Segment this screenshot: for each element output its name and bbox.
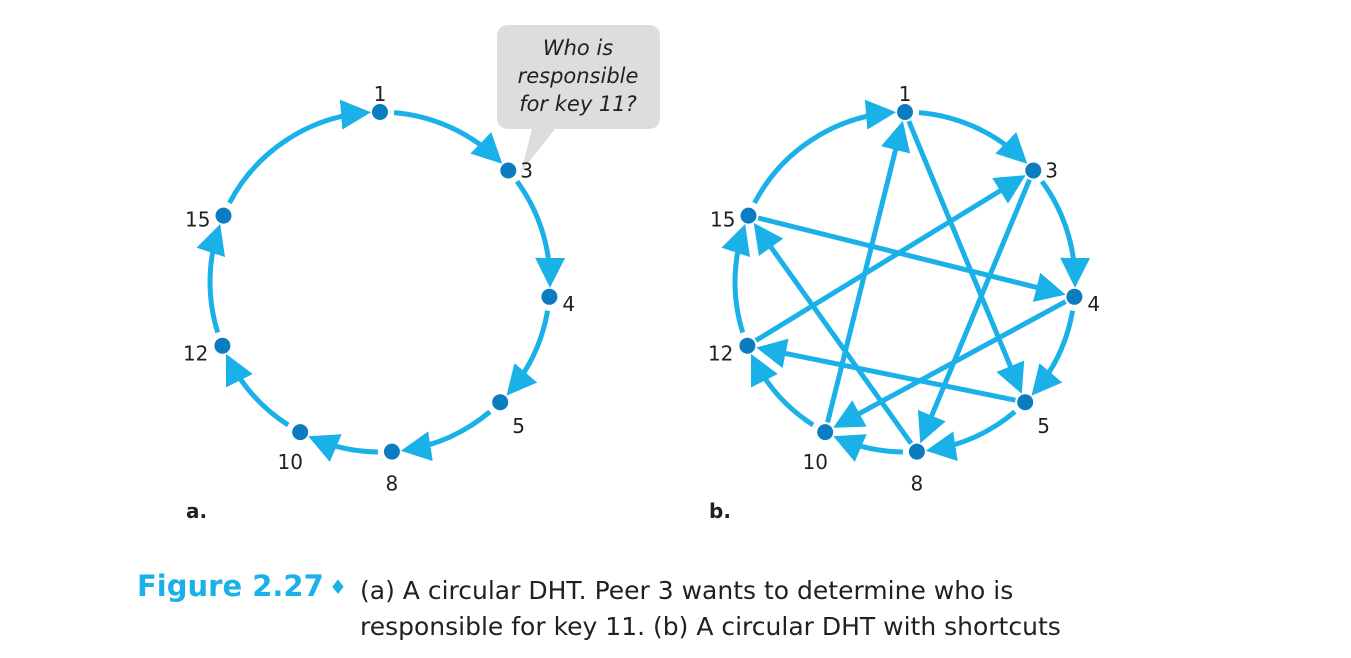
- panel_b-node-12: [739, 337, 756, 354]
- panel_b-node-3: [1025, 162, 1042, 179]
- panel_b-node-1: [897, 104, 913, 120]
- panel_b-shortcut-12-to-3: [754, 175, 1026, 343]
- panel_b-node-15: [740, 207, 757, 224]
- panel_a-node-label-15: 15: [185, 208, 210, 232]
- panel_a-node-3: [500, 162, 517, 179]
- figure-number: Figure 2.27: [137, 569, 324, 603]
- diamond-icon: ♦: [329, 575, 347, 599]
- panel_b-node-label-4: 4: [1087, 292, 1100, 316]
- panel_a-arc-10-to-12: [225, 353, 290, 428]
- panel_b-node-label-8: 8: [911, 472, 924, 496]
- panel_b-arc-3-to-4: [1039, 179, 1091, 288]
- panel_a-node-8: [383, 443, 400, 460]
- panel_a-node-label-8: 8: [386, 472, 399, 496]
- speech-bubble-shape: [497, 25, 660, 172]
- panel_b-node-label-10: 10: [802, 450, 827, 474]
- panel_b-node-5: [1017, 394, 1034, 411]
- panel_b-shortcut-4-to-10: [833, 299, 1067, 428]
- bubble-line-2: responsible: [518, 64, 639, 88]
- panel_a-node-4: [541, 288, 558, 305]
- panel_b-arc-1-to-3: [918, 110, 1028, 164]
- panel_a-node-label-1: 1: [374, 82, 387, 106]
- panel-a-label: a.: [186, 499, 207, 523]
- panel_b-arc-8-to-10: [833, 434, 903, 462]
- panel-b-label: b.: [709, 499, 731, 523]
- panel_a-node-label-3: 3: [520, 159, 533, 183]
- panel_b-shortcut-5-to-12: [756, 338, 1016, 403]
- bubble-line-3: for key 11?: [519, 92, 637, 116]
- panel_b-node-label-15: 15: [710, 208, 735, 232]
- panel_b-node-label-5: 5: [1037, 414, 1050, 438]
- panel_a-node-label-5: 5: [512, 414, 525, 438]
- panel_b-arc-10-to-12: [750, 353, 815, 428]
- panel-a-ring: 1 3 4 5 8 10 12 15: [183, 82, 575, 496]
- bubble-line-1: Who is: [543, 36, 613, 60]
- panel_a-node-label-12: 12: [183, 342, 208, 366]
- panel_b-arc-4-to-5: [1031, 310, 1076, 396]
- panel-b-ring: 1 3 4 5 8 10 12 15: [708, 82, 1100, 496]
- panel_a-node-label-10: 10: [277, 450, 302, 474]
- panel_b-arc-15-to-1: [752, 99, 896, 205]
- panel_b-node-label-12: 12: [708, 342, 733, 366]
- panel_b-node-10: [817, 424, 834, 441]
- panel_b-arc-12-to-15: [721, 223, 751, 334]
- speech-bubble: Who is responsible for key 11?: [497, 25, 660, 172]
- panel_a-node-5: [492, 394, 509, 411]
- dht-diagram: Who is responsible for key 11? 1 3 4 5 8 10 12…: [183, 25, 1100, 523]
- panel_b-shortcut-15-to-4: [757, 215, 1066, 302]
- panel_a-node-1: [372, 104, 388, 120]
- panel_b-shortcut-1-to-5: [906, 120, 1025, 394]
- panel_b-node-label-3: 3: [1045, 159, 1058, 183]
- panel_a-node-15: [215, 207, 232, 224]
- panel_b-node-4: [1066, 288, 1083, 305]
- panel_a-node-12: [214, 337, 231, 354]
- caption-text: (a) A circular DHT. Peer 3 wants to dete…: [360, 576, 1061, 641]
- panel_a-arc-8-to-10: [308, 434, 378, 462]
- panel_a-node-label-4: 4: [562, 292, 575, 316]
- panel_a-arc-12-to-15: [196, 223, 226, 334]
- panel_b-shortcut-8-to-15: [753, 222, 914, 445]
- panel_b-shortcut-3-to-8: [917, 178, 1032, 444]
- panel_b-node-label-1: 1: [899, 82, 912, 106]
- panel_a-node-10: [292, 424, 309, 441]
- panel_b-arc-5-to-8: [925, 409, 1017, 462]
- panel_a-arc-3-to-4: [514, 179, 566, 288]
- panel_a-arc-1-to-3: [393, 110, 503, 164]
- panel_a-arc-4-to-5: [506, 310, 551, 396]
- panel_a-arc-15-to-1: [227, 99, 371, 205]
- panel_a-arc-5-to-8: [400, 409, 492, 462]
- panel_b-node-8: [908, 443, 925, 460]
